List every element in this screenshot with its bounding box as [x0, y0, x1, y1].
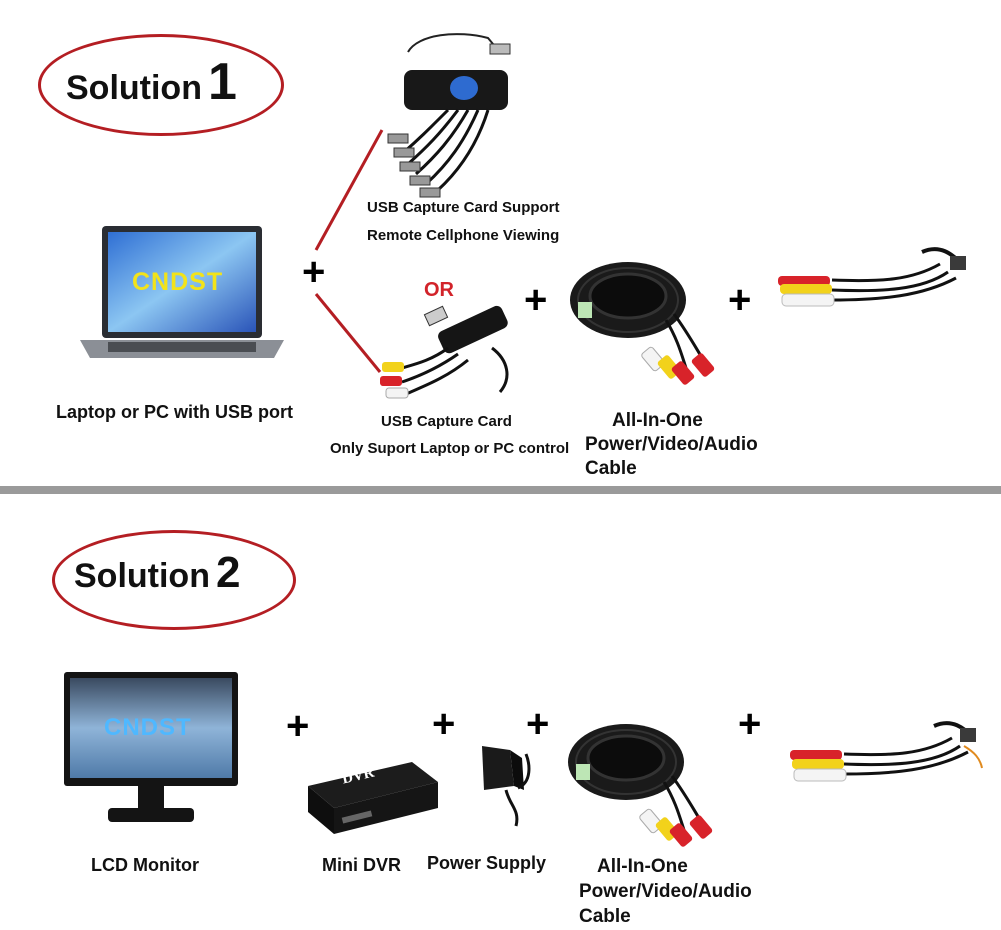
- camera-lead-image: [778, 247, 966, 307]
- cable-coil-image: [570, 262, 715, 385]
- cable-caption-1: All-In-One: [597, 856, 688, 877]
- monitor-brand: CNDST: [104, 714, 192, 741]
- cable-caption-line1: All-In-One: [612, 410, 703, 431]
- capture-card-remote-image: [387, 33, 511, 198]
- capture-card-usb-caption-1: USB Capture Card: [381, 413, 512, 430]
- plus-icon: +: [524, 278, 548, 322]
- lcd-monitor-image: [64, 672, 238, 822]
- cable-caption-2: Power/Video/Audio: [585, 434, 758, 455]
- cable-caption-3: Cable: [585, 458, 637, 479]
- plus-icon: +: [526, 702, 550, 746]
- section-divider: [0, 486, 1001, 494]
- plus-icon: +: [286, 704, 310, 748]
- mini-dvr-image: [308, 762, 438, 834]
- cable-coil-image: [568, 724, 713, 847]
- plus-icon: +: [738, 702, 762, 746]
- power-supply-image: [482, 746, 531, 827]
- solution-word: Solution: [74, 557, 210, 595]
- capture-card-usb-caption-2: Only Suport Laptop or PC control: [330, 440, 570, 457]
- laptop-image: [80, 226, 284, 358]
- power-supply-caption: Power Supply: [427, 853, 547, 873]
- plus-icon: +: [728, 278, 752, 322]
- cable-caption-3: Cable: [579, 906, 631, 927]
- plus-icon: +: [432, 702, 456, 746]
- capture-card-usb-image: [380, 305, 509, 399]
- camera-lead-image: [790, 721, 983, 782]
- solution-word: Solution: [66, 69, 202, 107]
- solution-number: 1: [207, 53, 237, 111]
- solution-2-oval: [52, 530, 296, 630]
- cable-caption-2: Power/Video/Audio: [579, 881, 752, 902]
- solution-number: 2: [215, 548, 241, 597]
- or-label: OR: [424, 279, 454, 301]
- laptop-caption: Laptop or PC with USB port: [56, 402, 293, 422]
- plus-icon: +: [302, 250, 326, 294]
- lcd-monitor-caption: LCD Monitor: [91, 855, 199, 875]
- mini-dvr-caption: Mini DVR: [322, 855, 401, 875]
- laptop-brand: CNDST: [132, 268, 224, 296]
- solution-1-oval: [38, 34, 284, 136]
- cable-caption-1: All-In-One: [612, 409, 703, 433]
- capture-card-remote-caption-1: USB Capture Card Support: [367, 199, 560, 216]
- capture-card-remote-caption-2: Remote Cellphone Viewing: [367, 227, 560, 244]
